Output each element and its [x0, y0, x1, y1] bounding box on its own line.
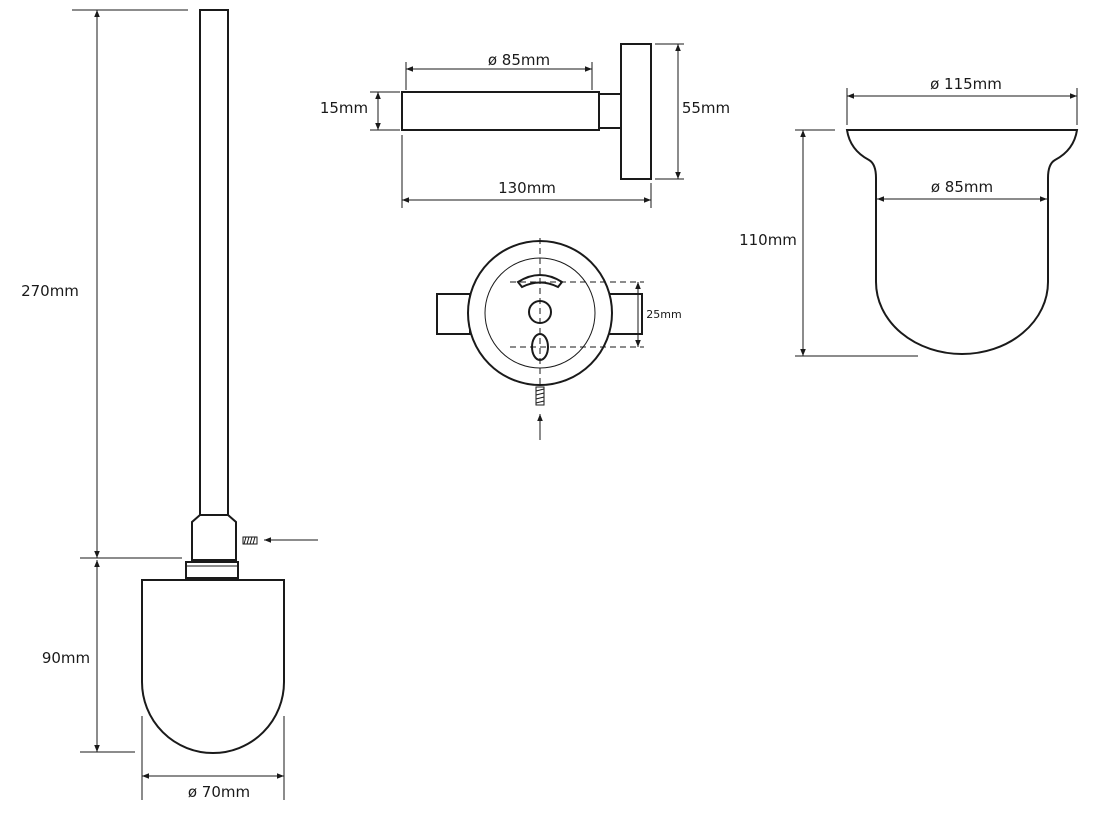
holder-wall-plate	[620, 43, 652, 180]
bowl-height-label: 110mm	[739, 231, 797, 249]
handle-length-label: 270mm	[21, 282, 79, 300]
holder-tube	[401, 91, 600, 131]
head-height-label: 90mm	[42, 649, 90, 667]
holder-top-slot	[516, 274, 564, 289]
holder-left-tab	[436, 293, 471, 335]
mount-screw-icon	[535, 386, 545, 406]
holder-center-hole	[528, 300, 552, 324]
screw-icon	[242, 536, 258, 545]
bowl-inner-diameter-label: ø 85mm	[931, 178, 993, 196]
bowl-outline	[845, 129, 1079, 355]
brush-handle	[199, 9, 229, 516]
brush-collar	[185, 561, 239, 579]
bowl-outer-diameter-label: ø 115mm	[930, 75, 1002, 93]
tube-height-label: 15mm	[320, 99, 368, 117]
holder-neck	[598, 93, 622, 129]
depth-label: 130mm	[498, 179, 556, 197]
brush-head	[141, 579, 285, 754]
mount-spacing-label: 25mm	[646, 308, 681, 321]
head-diameter-label: ø 70mm	[188, 783, 250, 801]
brush-ferrule	[191, 514, 237, 561]
plate-height-label: 55mm	[682, 99, 730, 117]
brush-drawing: 270mm 90mm ø 70mm	[21, 9, 318, 801]
holder-side-view: ø 85mm 15mm 55mm 130mm	[320, 43, 730, 208]
bowl-drawing: ø 115mm ø 85mm 110mm	[739, 75, 1079, 357]
holder-right-tab	[608, 293, 643, 335]
holder-front-view: 25mm	[436, 238, 682, 440]
tube-diameter-label: ø 85mm	[488, 51, 550, 69]
